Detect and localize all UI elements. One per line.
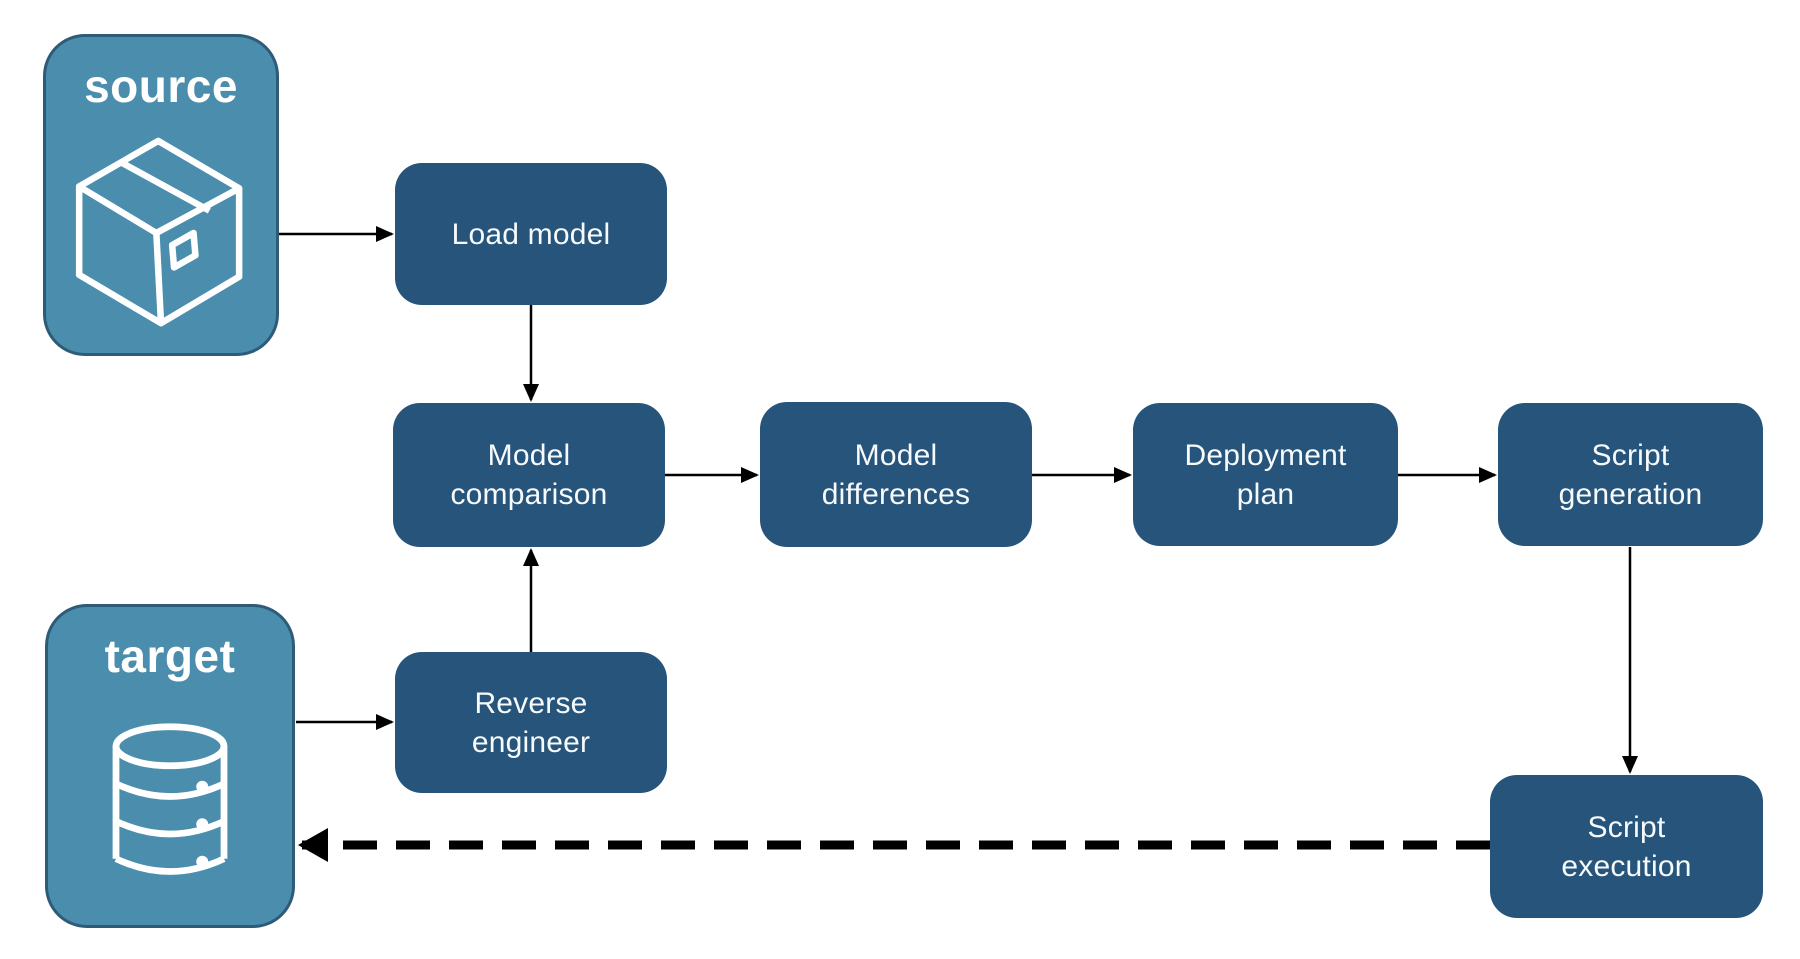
database-icon — [48, 683, 292, 925]
node-reverse-engineer-label: Reverse engineer — [471, 686, 591, 759]
node-reverse-engineer: Reverse engineer — [395, 652, 667, 793]
node-script-execution: Script execution — [1490, 775, 1763, 918]
node-script-generation: Script generation — [1498, 403, 1763, 546]
node-load-model-label: Load model — [451, 217, 611, 251]
node-script-generation-label: Script generation — [1558, 438, 1703, 511]
node-model-comparison-label: Model comparison — [450, 439, 608, 511]
endpoint-source: source — [43, 34, 279, 356]
source-label: source — [84, 60, 238, 112]
endpoint-target: target — [45, 604, 295, 928]
node-deployment-plan-label: Deployment plan — [1184, 438, 1347, 511]
node-script-execution-label: Script execution — [1561, 810, 1692, 883]
node-deployment-plan: Deployment plan — [1133, 403, 1398, 546]
node-model-differences-label: Model differences — [821, 438, 971, 511]
target-label: target — [104, 630, 236, 682]
node-model-differences: Model differences — [760, 402, 1032, 547]
node-load-model: Load model — [395, 163, 667, 305]
node-model-comparison: Model comparison — [393, 403, 665, 547]
package-icon — [46, 113, 276, 353]
